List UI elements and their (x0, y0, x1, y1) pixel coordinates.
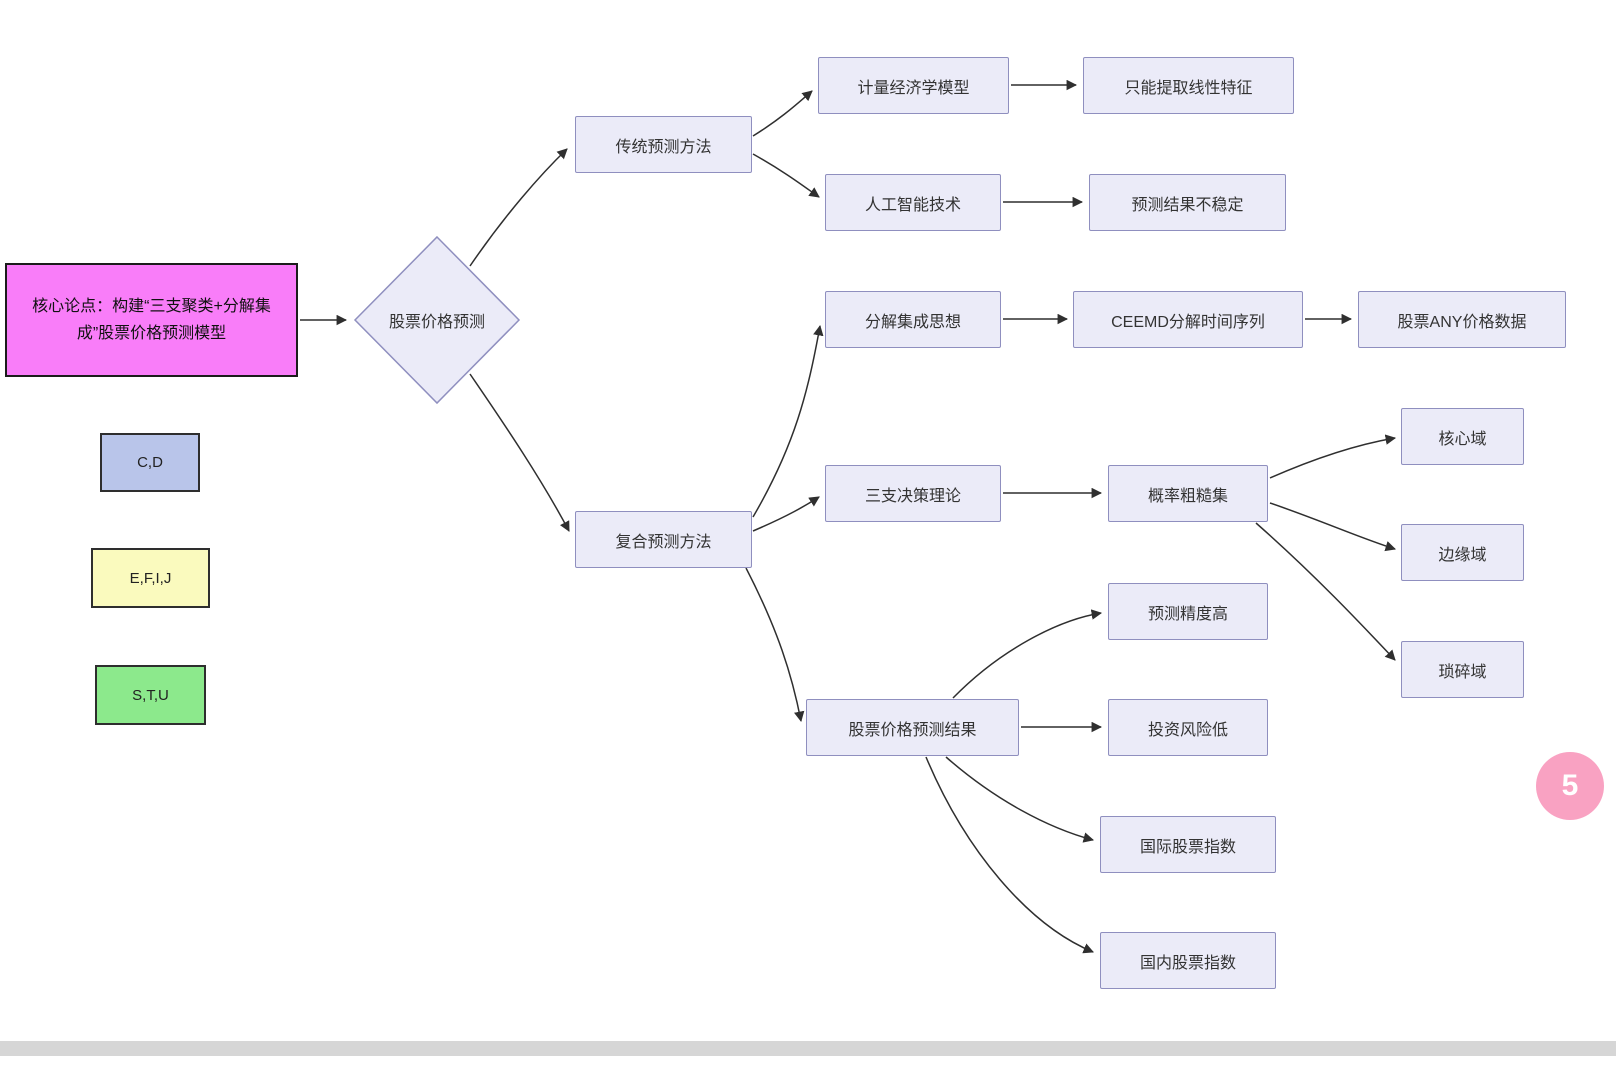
edge-composite-to-decomp (752, 324, 824, 518)
edge-composite-to-result (745, 567, 805, 723)
node-ai-technology[interactable]: 人工智能技术 (825, 174, 1001, 231)
node-decomposition-ensemble[interactable]: 分解集成思想 (825, 291, 1001, 348)
node-high-accuracy[interactable]: 预测精度高 (1108, 583, 1268, 640)
edge-composite-to-threeway (752, 496, 820, 532)
node-probabilistic-rough-set[interactable]: 概率粗糙集 (1108, 465, 1268, 522)
edge-traditional-to-econometric (752, 90, 813, 137)
node-stock-any-price-data[interactable]: 股票ANY价格数据 (1358, 291, 1566, 348)
node-three-way-decision[interactable]: 三支决策理论 (825, 465, 1001, 522)
edge-roughset-to-core-domain (1269, 434, 1397, 479)
node-core-domain[interactable]: 核心域 (1401, 408, 1524, 465)
edge-roughset-to-boundary-domain (1269, 502, 1397, 552)
node-linear-features-only[interactable]: 只能提取线性特征 (1083, 57, 1294, 114)
core-thesis-node[interactable]: 核心论点：构建“三支聚类+分解集成”股票价格预测模型 (5, 263, 298, 377)
edge-result-to-intl-index (945, 756, 1095, 843)
node-traditional-methods[interactable]: 传统预测方法 (575, 116, 752, 173)
legend-item-efij[interactable]: E,F,I,J (91, 548, 210, 608)
pink-circle-badge[interactable]: 5 (1536, 752, 1604, 820)
node-domestic-stock-index[interactable]: 国内股票指数 (1100, 932, 1276, 989)
node-composite-methods[interactable]: 复合预测方法 (575, 511, 752, 568)
edge-result-to-accuracy (952, 609, 1103, 699)
horizontal-scrollbar[interactable] (0, 1041, 1616, 1056)
legend-item-cd[interactable]: C,D (100, 433, 200, 492)
node-unstable-results[interactable]: 预测结果不稳定 (1089, 174, 1286, 231)
edge-roughset-to-trivial-domain (1255, 522, 1396, 661)
node-trivial-domain[interactable]: 琐碎域 (1401, 641, 1524, 698)
edge-result-to-domestic-index (925, 756, 1094, 954)
node-ceemd-time-series[interactable]: CEEMD分解时间序列 (1073, 291, 1303, 348)
root-node-label[interactable]: 股票价格预测 (388, 314, 485, 331)
node-prediction-result[interactable]: 股票价格预测结果 (806, 699, 1019, 756)
node-international-stock-index[interactable]: 国际股票指数 (1100, 816, 1276, 873)
node-low-investment-risk[interactable]: 投资风险低 (1108, 699, 1268, 756)
node-boundary-domain[interactable]: 边缘域 (1401, 524, 1524, 581)
legend-item-stu[interactable]: S,T,U (95, 665, 206, 725)
edge-traditional-to-ai (752, 153, 820, 198)
edge-root-to-composite (469, 373, 570, 532)
edge-root-to-traditional (469, 148, 568, 267)
node-econometric-model[interactable]: 计量经济学模型 (818, 57, 1009, 114)
